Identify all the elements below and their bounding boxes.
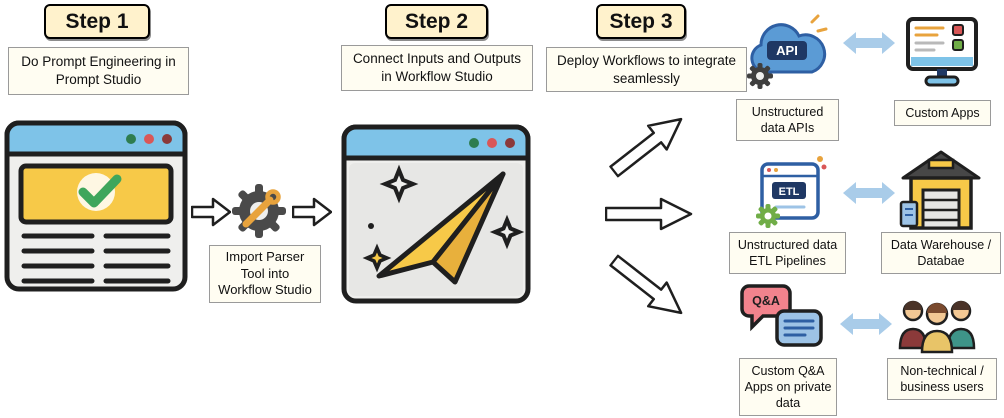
deploy-arrow-up-icon: [609, 117, 683, 178]
integration-source-label: Custom Q&A Apps on private data: [739, 358, 837, 416]
qa-chat-icon: Q&A: [740, 284, 823, 347]
integration-target-label: Data Warehouse / Databae: [881, 232, 1001, 274]
step-1-header: Step 1: [44, 4, 150, 39]
integration-target-label: Custom Apps: [894, 100, 991, 126]
step-2-description: Connect Inputs and Outputs in Workflow S…: [341, 45, 533, 91]
business-users-icon: [898, 300, 976, 354]
step-3-header: Step 3: [596, 4, 686, 39]
step-3-description: Deploy Workflows to integrate seamlessly: [546, 47, 747, 92]
etl-pipeline-icon: ETL: [756, 156, 827, 228]
integration-source-label: Unstructured data ETL Pipelines: [729, 232, 846, 274]
deploy-arrow-down-icon: [609, 254, 683, 315]
arrow-right-icon: [292, 197, 332, 227]
prompt-studio-browser-icon: [4, 120, 188, 292]
integration-target-label: Non-technical / business users: [887, 358, 997, 400]
svg-text:API: API: [776, 43, 798, 58]
deploy-arrow-middle-icon: [605, 197, 693, 231]
svg-text:ETL: ETL: [779, 186, 800, 198]
import-parser-label: Import Parser Tool into Workflow Studio: [209, 245, 321, 303]
workflow-studio-browser-icon: [341, 124, 531, 304]
step-2-header: Step 2: [385, 4, 488, 39]
data-warehouse-icon: [899, 150, 981, 230]
parser-tool-gear-wrench-icon: [232, 184, 286, 238]
custom-apps-monitor-icon: [906, 17, 978, 87]
step-1-description: Do Prompt Engineering in Prompt Studio: [8, 47, 189, 95]
integration-source-label: Unstructured data APIs: [736, 99, 839, 141]
double-arrow-icon: [843, 182, 895, 204]
api-cloud-icon: API: [747, 14, 828, 89]
double-arrow-icon: [840, 313, 892, 335]
svg-text:Q&A: Q&A: [752, 294, 780, 308]
arrow-right-icon: [191, 197, 231, 227]
double-arrow-icon: [843, 32, 895, 54]
